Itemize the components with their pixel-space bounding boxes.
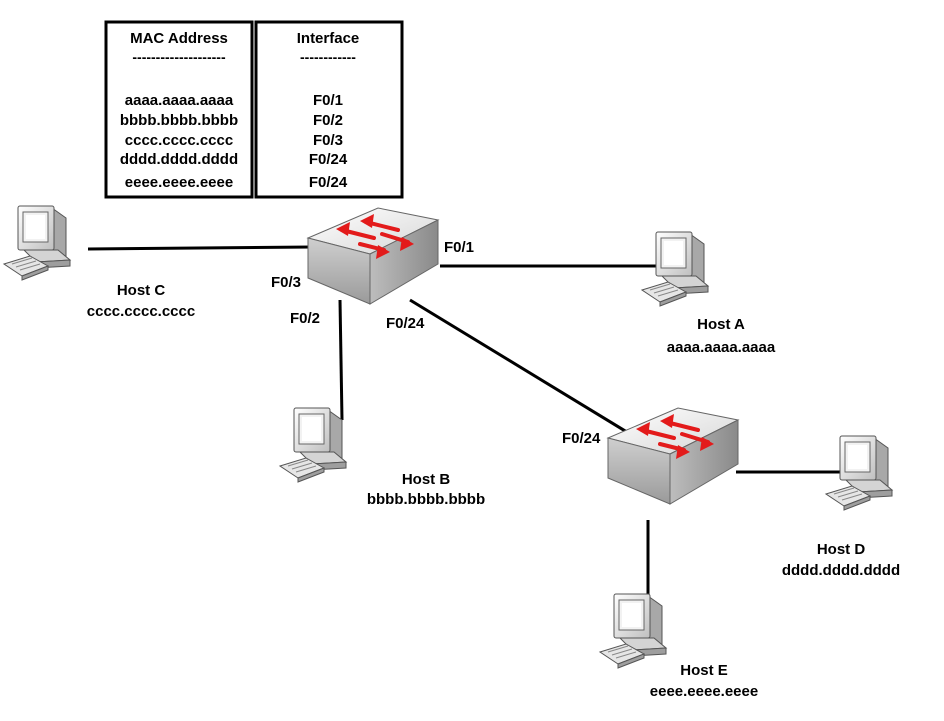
table-row-mac: eeee.eeee.eeee bbox=[125, 174, 233, 191]
mac-column-header: MAC Address bbox=[130, 30, 228, 47]
switch-icon bbox=[606, 406, 740, 506]
table-row-interface: F0/1 bbox=[313, 92, 343, 109]
interface-column-divider: ------------ bbox=[300, 49, 356, 65]
links bbox=[87, 245, 850, 598]
host-mac: aaaa.aaaa.aaaa bbox=[667, 339, 776, 356]
host-mac: eeee.eeee.eeee bbox=[650, 683, 758, 700]
desktop-computer-icon bbox=[279, 407, 347, 483]
link-switch-uplink bbox=[409, 298, 641, 442]
table-row-mac: dddd.dddd.dddd bbox=[120, 151, 238, 168]
host-name: Host C bbox=[117, 282, 166, 299]
mac-column-divider: -------------------- bbox=[132, 49, 226, 65]
port-label: F0/2 bbox=[290, 310, 320, 327]
link-host-b bbox=[338, 299, 344, 421]
mac-address-table: MAC Address -------------------- Interfa… bbox=[104, 20, 404, 199]
table-row-mac: bbbb.bbbb.bbbb bbox=[120, 112, 238, 129]
interface-column-header: Interface bbox=[297, 30, 360, 47]
table-row-interface: F0/24 bbox=[309, 151, 348, 168]
host-mac: dddd.dddd.dddd bbox=[782, 562, 900, 579]
host-name: Host E bbox=[680, 662, 728, 679]
switch-icon bbox=[306, 206, 440, 306]
host-name: Host A bbox=[697, 316, 745, 333]
desktop-computer-icon bbox=[3, 205, 71, 281]
host-name: Host D bbox=[817, 541, 866, 558]
port-label: F0/24 bbox=[562, 430, 601, 447]
table-row-interface: F0/24 bbox=[309, 174, 348, 191]
link-host-c bbox=[87, 245, 313, 251]
table-row-mac: aaaa.aaaa.aaaa bbox=[125, 92, 234, 109]
interface-column-box bbox=[254, 20, 404, 199]
port-label: F0/1 bbox=[444, 239, 474, 256]
host-mac: cccc.cccc.cccc bbox=[87, 303, 195, 320]
table-row-mac: cccc.cccc.cccc bbox=[125, 132, 233, 149]
desktop-computer-icon bbox=[599, 593, 667, 669]
port-label: F0/24 bbox=[386, 315, 425, 332]
mac-column-box bbox=[104, 20, 254, 199]
table-row-interface: F0/3 bbox=[313, 132, 343, 149]
host-name: Host B bbox=[402, 471, 451, 488]
host-mac: bbbb.bbbb.bbbb bbox=[367, 491, 485, 508]
table-row-interface: F0/2 bbox=[313, 112, 343, 129]
desktop-computer-icon bbox=[641, 231, 709, 307]
port-label: F0/3 bbox=[271, 274, 301, 291]
